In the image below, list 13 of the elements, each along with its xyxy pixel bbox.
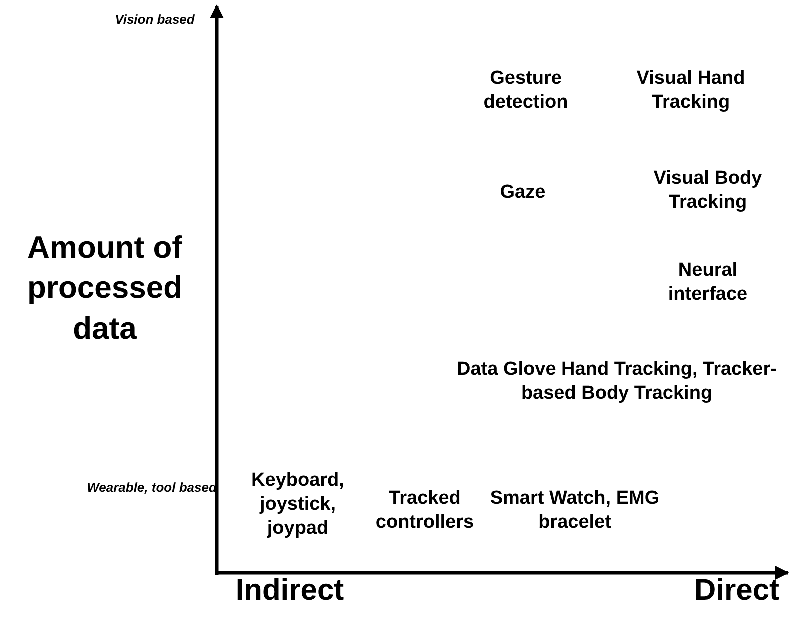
item-label: Gaze	[499, 181, 547, 205]
item-label: Tracked controllers	[374, 487, 476, 534]
item-label: Keyboard, joystick, joypad	[250, 469, 346, 540]
axis-title: Amount of processed data	[26, 229, 184, 348]
item-label: Neural interface	[667, 259, 749, 306]
item-label: Data Glove Hand Tracking, Tracker-based Body Tracking	[456, 358, 778, 406]
axis-title: Direct	[693, 573, 781, 609]
item-label: Smart Watch, EMG bracelet	[490, 487, 660, 534]
item-label: Visual Hand Tracking	[636, 67, 746, 114]
item-label: Gesture detection	[482, 67, 570, 114]
axis-label: Vision based	[114, 12, 196, 28]
axis-title: Indirect	[234, 573, 346, 609]
item-label: Visual Body Tracking	[652, 167, 764, 214]
